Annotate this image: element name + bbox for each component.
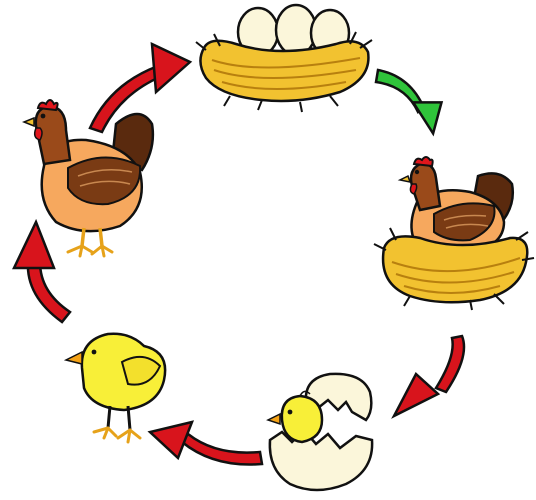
hen-icon (21, 99, 155, 258)
hen-on-nest-icon (373, 156, 535, 311)
arrow-hen-to-eggs (88, 41, 193, 134)
chick-icon (63, 332, 167, 444)
arrow-chick-to-hen (12, 218, 72, 324)
arrow-eggs-to-hen-on-nest (374, 68, 444, 137)
hatching-egg-icon (266, 372, 374, 492)
eggs-in-nest-icon (195, 3, 373, 113)
arrow-hatching-to-chick (147, 420, 264, 466)
arrow-hen-to-hatching (391, 334, 466, 419)
